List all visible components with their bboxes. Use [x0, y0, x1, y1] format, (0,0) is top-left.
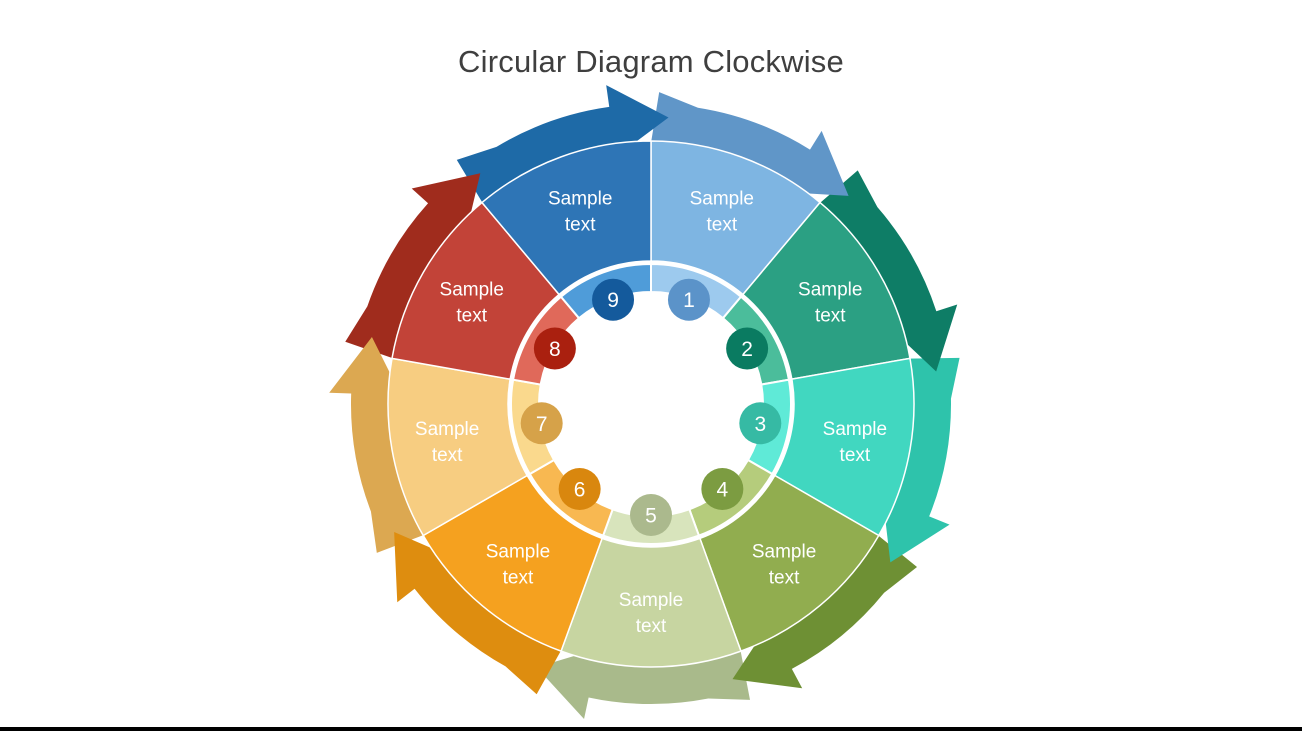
segment-3-number: 3	[754, 413, 766, 436]
segment-6-arrow	[394, 532, 562, 695]
segment-6-wedge	[422, 474, 603, 652]
segment-8-number: 8	[549, 338, 561, 361]
segment-4-wedge	[699, 474, 880, 652]
segment-5-arrow	[536, 648, 750, 719]
segment-3-arrow	[882, 357, 960, 563]
segment-9-badge	[592, 278, 635, 321]
segment-3-badge	[739, 402, 782, 445]
segment-4-number: 4	[717, 479, 729, 502]
segment-1-arrow	[651, 92, 849, 196]
segment-7-wedge	[387, 357, 528, 537]
segment-1-wedge	[650, 140, 821, 296]
segment-9-wedge	[481, 140, 652, 296]
segment-7-arrow	[329, 337, 425, 553]
segment-2-number: 2	[741, 338, 753, 361]
segment-2-wedge	[742, 201, 911, 380]
segment-4-badge	[701, 468, 744, 511]
segment-9-arrow	[456, 85, 669, 205]
segment-6-number: 6	[574, 479, 586, 502]
segment-7-number: 7	[536, 413, 548, 436]
segment-5-badge	[630, 494, 672, 536]
segment-3-wedge	[774, 357, 915, 537]
segment-4-arrow	[732, 534, 918, 689]
segment-6-badge	[558, 468, 601, 511]
segment-1-badge	[667, 278, 710, 321]
segment-2-arrow	[818, 170, 958, 372]
segment-8-wedge	[391, 201, 560, 380]
segment-9-number: 9	[607, 289, 619, 312]
bottom-divider	[0, 727, 1302, 731]
segment-8-badge	[533, 327, 576, 370]
segment-8-arrow	[345, 173, 481, 359]
segment-1-number: 1	[683, 289, 695, 312]
page-title: Circular Diagram Clockwise	[458, 44, 844, 79]
segment-5-number: 5	[645, 505, 657, 528]
segment-7-badge	[520, 402, 563, 445]
segment-5-wedge	[560, 537, 742, 668]
segment-2-badge	[726, 327, 769, 370]
